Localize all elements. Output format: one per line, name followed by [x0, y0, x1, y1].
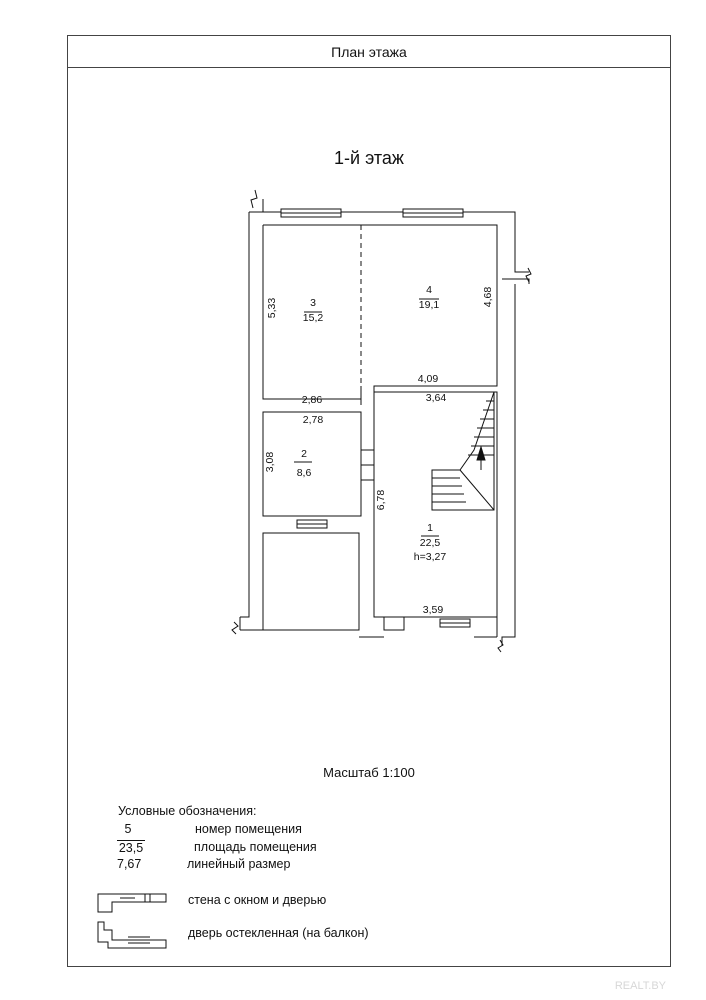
legend-label-room-number: номер помещения [195, 822, 302, 836]
break-mark [497, 639, 504, 653]
stair-arrow-icon [476, 445, 486, 461]
outer-wall [239, 211, 530, 646]
dimension-label: 3,59 [423, 604, 444, 616]
watermark: REALT.BY [614, 980, 666, 992]
sheet-title: План этажа [331, 44, 407, 60]
staircase [431, 391, 495, 511]
room-4-area: 19,1 [419, 299, 440, 311]
room-storage-outline [262, 532, 360, 631]
scale-label: Масштаб 1:100 [323, 765, 415, 780]
legend-sample-room-number: 5 [124, 822, 132, 836]
room-3-area: 15,2 [303, 312, 324, 324]
room-4-number: 4 [426, 284, 432, 296]
break-mark [250, 189, 258, 209]
plan-sheet-frame: План этажа [67, 35, 671, 967]
dimension-label: 3,08 [264, 452, 276, 473]
room-1-height: h=3,27 [414, 551, 447, 563]
room-1-number: 1 [427, 522, 433, 534]
break-mark [231, 621, 239, 635]
legend-label-glazed-door: дверь остекленная (на балкон) [188, 926, 369, 940]
dimension-label: 3,64 [426, 392, 447, 404]
legend-heading: Условные обозначения: [118, 804, 257, 818]
sheet-header: План этажа [68, 36, 670, 68]
room-2-area: 8,6 [297, 467, 312, 479]
room-3-number: 3 [310, 297, 316, 309]
entrance-door [383, 617, 405, 631]
dimension-label: 4,68 [482, 287, 494, 308]
legend-sample-room-area: 23,5 [117, 840, 145, 855]
legend-wall-window-door-symbol [97, 893, 167, 913]
legend-glazed-door-symbol [97, 921, 167, 949]
legend-label-wall-window-door: стена с окном и дверью [188, 893, 327, 907]
room-2-number: 2 [301, 448, 307, 460]
room-2-outline [262, 411, 362, 517]
room-1-outline [373, 391, 498, 618]
inner-wall-outline [262, 199, 498, 637]
dimension-label: 6,78 [375, 490, 387, 511]
dimension-label: 4,09 [418, 373, 439, 385]
dimension-label: 2,78 [303, 414, 324, 426]
legend-label-room-area: площадь помещения [194, 840, 317, 854]
legend-sample-linear-dimension: 7,67 [117, 857, 142, 871]
floor-title: 1-й этаж [334, 148, 404, 168]
dimension-label: 2,86 [302, 394, 323, 406]
dimension-label: 5,33 [266, 298, 278, 319]
room-1-area: 22,5 [420, 537, 441, 549]
break-mark [525, 267, 532, 283]
legend-label-linear-dimension: линейный размер [187, 857, 291, 871]
